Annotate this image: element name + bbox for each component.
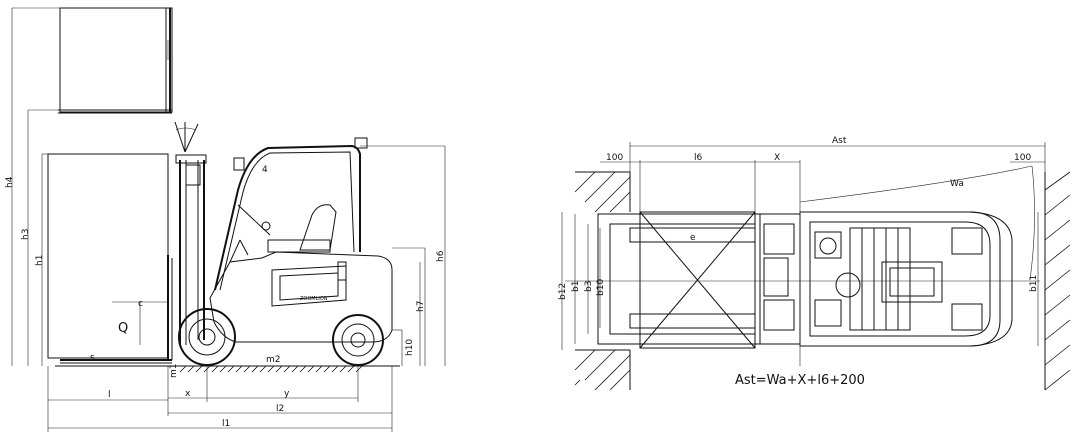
dim-q: Q: [118, 321, 128, 336]
dim-l1: l1: [222, 419, 230, 429]
aisle-walls: [574, 171, 1071, 391]
dim-h1: h1: [35, 255, 45, 266]
dim-100-right: 100: [1014, 153, 1031, 163]
dim-l2: l2: [276, 404, 284, 414]
dim-m2: m2: [266, 355, 281, 365]
mast: [60, 154, 207, 364]
dim-l: l: [108, 390, 111, 400]
dim-y: y: [284, 389, 290, 399]
right-wall-hatch: [1044, 171, 1071, 391]
vertical-dimensions: [11, 7, 446, 366]
dim-h7: h7: [416, 301, 426, 312]
pallet-load: [597, 211, 761, 349]
dim-m1: m1: [169, 364, 179, 379]
front-wheel: [178, 308, 236, 366]
dim-x-side: x: [185, 389, 191, 399]
overhead-guard: 4: [214, 137, 368, 291]
dim-l6: l6: [694, 153, 703, 163]
dim-c: c: [138, 299, 143, 309]
dim-x-top: X: [774, 153, 780, 163]
ground-hatch: [179, 365, 363, 373]
truck-body: ZOOMLION: [209, 239, 393, 343]
cab-mark: 4: [262, 165, 268, 175]
dim-b11: b11: [1029, 275, 1039, 292]
dim-e: e: [690, 233, 696, 243]
raised-load: [58, 7, 173, 114]
dim-h3: h3: [21, 229, 31, 240]
dim-s: s: [90, 353, 95, 363]
ast-formula: Ast=Wa+X+l6+200: [735, 373, 865, 388]
dim-b1: b1: [571, 281, 581, 292]
side-view: 4 ZOOMLION: [5, 7, 446, 432]
ground-line: [55, 365, 400, 373]
dim-h6: h6: [436, 250, 446, 262]
top-dimensions: [561, 142, 1046, 350]
dim-b10: b10: [596, 279, 606, 296]
left-wall-hatch: [574, 171, 631, 391]
turning-guides: [565, 160, 1040, 366]
lowered-load: [47, 153, 169, 359]
operator-seat: [237, 204, 337, 253]
dim-h10: h10: [405, 339, 415, 356]
truck-top: [759, 211, 1013, 347]
dim-100-left: 100: [606, 153, 623, 163]
top-view: Ast 100 l6 X 100 Wa b12 b1 b3 b10 e b11 …: [558, 136, 1071, 391]
horizontal-dimensions: [47, 366, 393, 432]
rear-wheel: [332, 314, 384, 366]
dim-b12: b12: [558, 283, 568, 300]
tilt-angle-symbol: [174, 121, 199, 153]
dim-ast: Ast: [832, 136, 847, 146]
dim-wa: Wa: [950, 179, 964, 189]
dim-h4: h4: [5, 176, 15, 188]
dim-b3: b3: [584, 281, 594, 292]
model-plate: ZOOMLION: [300, 296, 328, 302]
